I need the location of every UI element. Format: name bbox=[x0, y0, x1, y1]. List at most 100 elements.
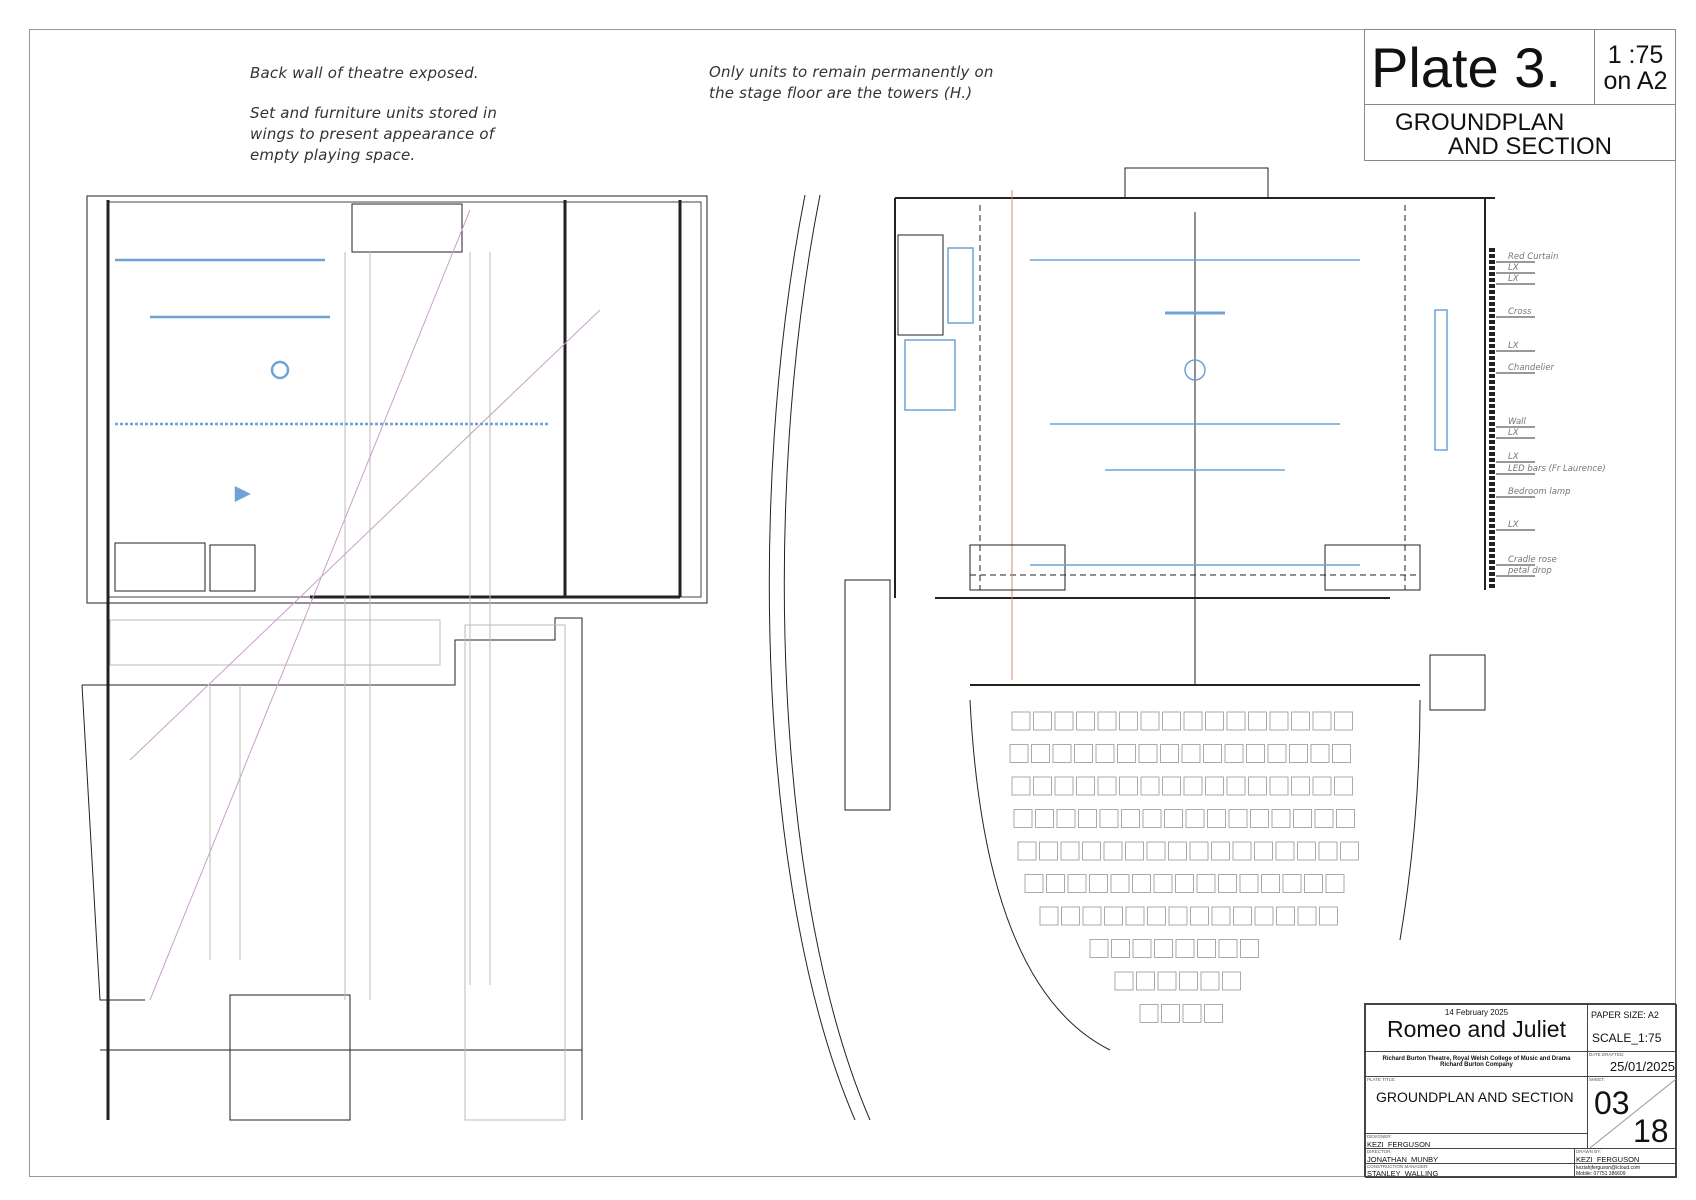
seat bbox=[1078, 809, 1097, 828]
paper-size: PAPER SIZE: A2 bbox=[1591, 1010, 1659, 1020]
seat bbox=[1248, 711, 1267, 731]
seat bbox=[1224, 744, 1244, 763]
production-title: Romeo and Juliet bbox=[1387, 1016, 1566, 1042]
seat bbox=[1097, 776, 1117, 796]
contact-cell: keziahjferguson@icloud.com Mobile: 07751… bbox=[1574, 1163, 1677, 1178]
seat bbox=[1153, 874, 1173, 893]
seat bbox=[1074, 744, 1093, 763]
seat bbox=[1336, 809, 1355, 828]
seat bbox=[1312, 776, 1332, 796]
production-cell: 14 February 2025 Romeo and Juliet bbox=[1365, 1004, 1588, 1052]
date: 14 February 2025 bbox=[1444, 1008, 1509, 1017]
note-line: wings to present appearance of bbox=[250, 125, 495, 143]
seat bbox=[1222, 971, 1241, 991]
seat bbox=[1039, 841, 1058, 861]
construction-manager: STANLEY_WALLING bbox=[1367, 1169, 1439, 1178]
seat bbox=[1293, 809, 1312, 828]
auditorium-curve-left bbox=[783, 194, 871, 1121]
seat bbox=[1340, 841, 1359, 861]
designer: KEZI_FERGUSON bbox=[1367, 1140, 1431, 1149]
fly-bar-label: LX bbox=[1508, 341, 1519, 351]
seat bbox=[1110, 874, 1130, 893]
seat bbox=[1103, 841, 1123, 861]
auditorium-curve-inner bbox=[969, 699, 1111, 1051]
seat bbox=[1334, 776, 1353, 796]
plate-title: Plate 3. bbox=[1371, 36, 1561, 99]
plate-title-value: GROUNDPLAN AND SECTION bbox=[1376, 1089, 1574, 1105]
auditorium-curve-right bbox=[1399, 699, 1421, 941]
seat bbox=[1031, 744, 1050, 763]
venue-cell: Richard Burton Theatre, Royal Welsh Coll… bbox=[1365, 1051, 1588, 1077]
title-block: 14 February 2025 Romeo and Juliet Richar… bbox=[1364, 1003, 1677, 1178]
seat bbox=[1132, 874, 1151, 893]
note-back-wall: Back wall of theatre exposed. Set and fu… bbox=[250, 63, 497, 166]
seat bbox=[1052, 744, 1072, 763]
fly-bar-label: Bedroom lamp bbox=[1508, 487, 1571, 497]
seat bbox=[1117, 744, 1136, 763]
seat bbox=[1140, 776, 1160, 796]
seat bbox=[1269, 776, 1289, 796]
seat bbox=[1267, 744, 1287, 763]
director: JONATHAN_MUNBY bbox=[1367, 1155, 1439, 1164]
seat bbox=[1248, 776, 1267, 796]
seat bbox=[1119, 776, 1138, 796]
seat bbox=[1276, 906, 1295, 926]
plate-title-cell: PLATE TITLE: GROUNDPLAN AND SECTION bbox=[1365, 1076, 1588, 1134]
seat bbox=[1082, 841, 1101, 861]
seat bbox=[1332, 744, 1351, 763]
drawn-by: KEZI_FERGUSON bbox=[1576, 1155, 1640, 1164]
stairs-left bbox=[844, 579, 891, 811]
seat bbox=[1182, 1004, 1202, 1023]
date-drafted: 25/01/2025 bbox=[1609, 1059, 1675, 1074]
plate-subtitle: GROUNDPLAN AND SECTION bbox=[1365, 104, 1675, 162]
seat bbox=[1061, 906, 1080, 926]
rear-bay bbox=[1124, 167, 1269, 198]
designer-cell: DESIGNER: KEZI_FERGUSON bbox=[1365, 1133, 1588, 1149]
sheet-divider bbox=[1589, 1078, 1676, 1148]
seat bbox=[1297, 906, 1317, 926]
seat bbox=[1125, 906, 1145, 926]
fly-bar-label: Wall bbox=[1508, 417, 1527, 427]
seat bbox=[1261, 874, 1280, 893]
note-line: Only units to remain permanently on bbox=[709, 63, 994, 81]
fly-bar-label: LX bbox=[1508, 263, 1519, 273]
auditorium-structure bbox=[229, 994, 351, 1121]
seat bbox=[1211, 841, 1230, 861]
seat bbox=[1175, 874, 1194, 893]
tower-unit-right bbox=[1324, 544, 1421, 591]
seat bbox=[1142, 809, 1162, 828]
seat bbox=[1254, 906, 1274, 926]
seat bbox=[1334, 711, 1353, 731]
seat bbox=[1196, 874, 1216, 893]
note-line: Back wall of theatre exposed. bbox=[250, 64, 479, 82]
sheet-total: 18 bbox=[1633, 1113, 1669, 1149]
seat bbox=[1039, 906, 1059, 926]
flown-scenery bbox=[115, 258, 548, 503]
fly-gallery bbox=[351, 203, 463, 253]
seat bbox=[1011, 776, 1031, 796]
seat bbox=[1291, 711, 1310, 731]
seat bbox=[1161, 1004, 1180, 1023]
seat bbox=[1035, 809, 1054, 828]
seat bbox=[1189, 841, 1209, 861]
seat bbox=[1200, 971, 1220, 991]
seat bbox=[1089, 939, 1109, 958]
seat bbox=[1314, 809, 1334, 828]
sheet-cell: SHEET: 03 18 bbox=[1587, 1076, 1677, 1149]
seat bbox=[1325, 874, 1345, 893]
seat bbox=[1289, 744, 1308, 763]
seat bbox=[1168, 906, 1188, 926]
seat bbox=[1179, 971, 1198, 991]
label: DATE DRAFTED: bbox=[1589, 1052, 1625, 1057]
seat bbox=[1125, 841, 1144, 861]
stairs-right bbox=[1429, 654, 1486, 711]
seat bbox=[1046, 874, 1065, 893]
seat bbox=[1009, 744, 1029, 763]
note-line: empty playing space. bbox=[250, 146, 416, 164]
sightlines bbox=[129, 209, 601, 1001]
construction-manager-cell: CONSTRUCTION MANAGER: STANLEY_WALLING bbox=[1365, 1163, 1575, 1178]
wing-storage-unit bbox=[897, 234, 944, 336]
seat bbox=[1291, 776, 1310, 796]
seat bbox=[1312, 711, 1332, 731]
seat bbox=[1271, 809, 1291, 828]
